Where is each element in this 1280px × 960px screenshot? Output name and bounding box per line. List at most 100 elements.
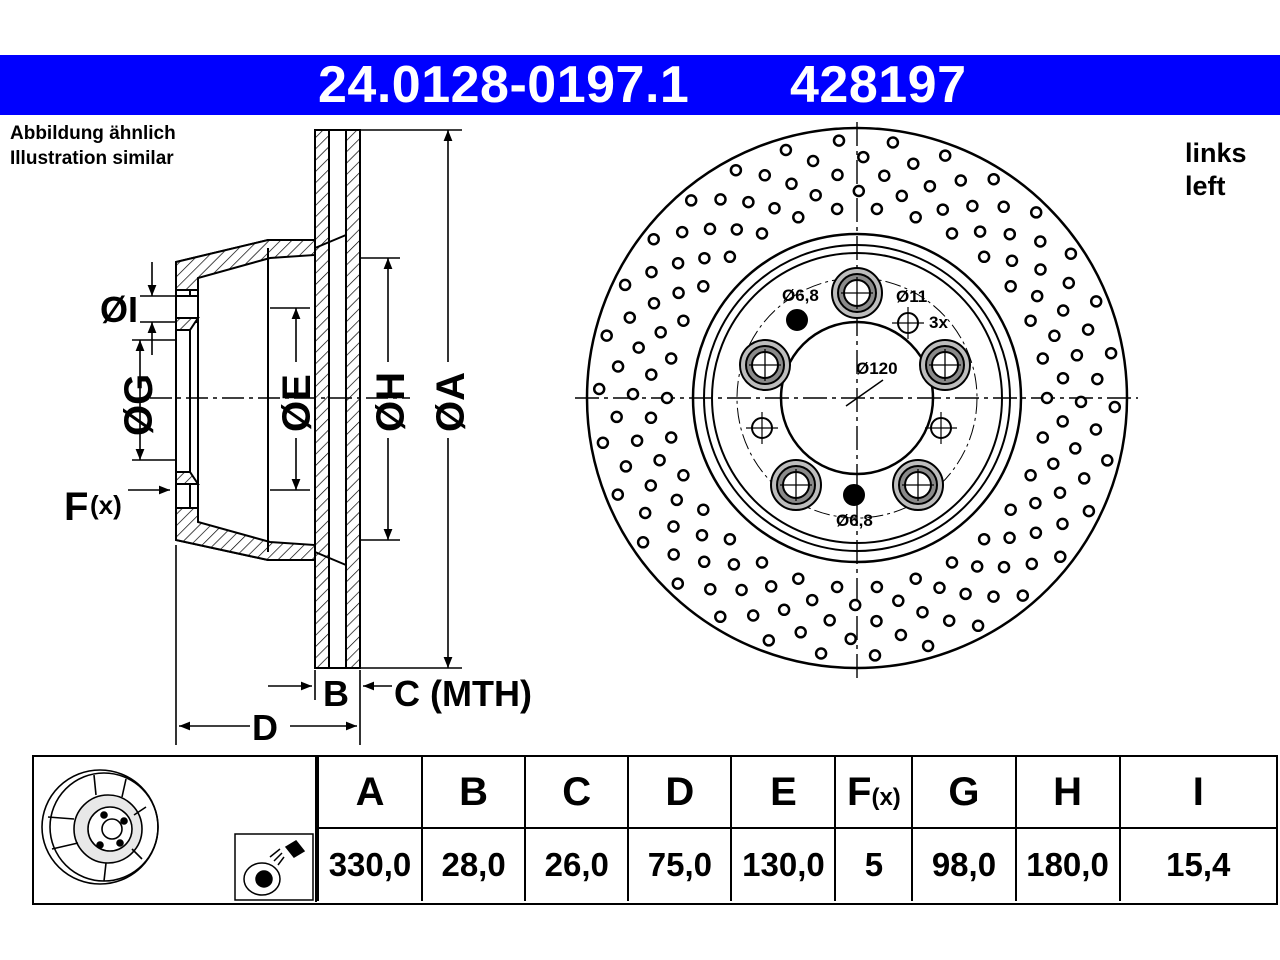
drill-hole [848, 598, 862, 612]
drill-hole [653, 453, 666, 467]
drill-hole [755, 556, 769, 569]
drill-hole [746, 609, 760, 622]
drill-hole [909, 211, 922, 224]
drill-hole [677, 314, 690, 327]
drill-hole [684, 194, 698, 207]
drill-hole [623, 311, 637, 324]
drill-hole [672, 286, 685, 300]
drill-hole [1053, 486, 1067, 499]
drill-hole [610, 410, 623, 424]
drill-hole [1025, 557, 1039, 571]
value-i: 15,4 [1118, 827, 1276, 901]
drill-hole [1056, 304, 1070, 317]
col-header-c: C [524, 757, 630, 829]
drill-hole [735, 583, 748, 597]
drill-hole [644, 479, 658, 492]
cross-section-view [150, 129, 410, 669]
drill-hole [644, 411, 658, 425]
drill-hole [675, 225, 689, 239]
drill-hole [1077, 472, 1091, 485]
col-header-h: H [1014, 757, 1121, 829]
drill-hole [1003, 227, 1017, 241]
value-g: 98,0 [911, 827, 1017, 901]
value-h: 180,0 [1014, 827, 1121, 901]
drill-hole [619, 460, 633, 473]
label-dim-h: ØH [369, 372, 413, 432]
value-d: 75,0 [627, 827, 733, 901]
drill-hole [667, 548, 680, 561]
drill-hole [933, 581, 946, 595]
drill-hole [645, 368, 658, 381]
drill-hole [1024, 314, 1037, 327]
drill-hole [1108, 400, 1122, 414]
drill-hole [714, 610, 727, 624]
drill-hole [1016, 589, 1030, 602]
drill-hole [764, 580, 778, 593]
col-header-f-sub: (x) [871, 783, 901, 811]
label-pcd: Ø120 [856, 359, 898, 378]
drill-hole [671, 256, 685, 270]
drill-hole [1064, 247, 1078, 260]
drill-hole [832, 134, 846, 147]
threaded-hole [843, 484, 865, 506]
drill-hole [611, 488, 625, 501]
drill-hole [626, 387, 640, 401]
drill-hole [1082, 504, 1096, 518]
col-header-b: B [421, 757, 527, 829]
drill-hole [831, 168, 844, 182]
drill-hole [1062, 276, 1076, 290]
drill-hole [758, 169, 772, 182]
drill-hole [600, 329, 613, 342]
drill-hole [703, 222, 717, 236]
drill-hole [1047, 457, 1060, 470]
drill-hole [1034, 263, 1047, 276]
spray-cleaner-icon [234, 833, 314, 901]
drill-hole [647, 297, 661, 310]
drill-hole [1004, 503, 1017, 516]
drill-hole [1024, 469, 1037, 482]
disc-perspective-icon [41, 769, 159, 885]
label-dim-a: ØA [429, 372, 473, 432]
drill-hole [852, 184, 866, 198]
drill-hole [1036, 352, 1050, 365]
drill-hole [805, 593, 819, 607]
hub-hole-crosshair [892, 307, 924, 339]
drill-hole [1056, 517, 1069, 531]
drill-hole [987, 172, 1000, 186]
disc-face-view [575, 122, 1138, 678]
drill-hole [1089, 423, 1103, 436]
drill-hole [638, 506, 652, 520]
drill-hole [1029, 496, 1042, 510]
drill-hole [814, 647, 828, 660]
drill-hole [611, 360, 625, 373]
drill-hole [809, 188, 822, 202]
bolt-hole-crosshair [749, 349, 781, 381]
label-dim-i: ØI [100, 289, 138, 330]
bolt-hole-crosshair [841, 277, 873, 309]
drill-hole [714, 193, 727, 206]
drill-hole [823, 614, 836, 627]
side-note-en: left [1185, 171, 1226, 201]
label-dim-f: F [64, 485, 88, 529]
title-bar: 24.0128-0197.1 428197 [0, 55, 1280, 115]
drill-hole [942, 614, 956, 627]
drill-hole [698, 251, 711, 265]
drill-hole [755, 227, 769, 240]
drill-hole [892, 594, 905, 608]
drill-hole [730, 223, 744, 236]
label-dim-g: ØG [117, 374, 161, 436]
drill-hole [970, 560, 984, 573]
drill-hole [1070, 349, 1084, 362]
drill-hole [618, 278, 632, 292]
drill-hole [987, 590, 1000, 603]
drill-hole [870, 614, 883, 628]
drill-hole [921, 639, 935, 653]
drill-hole [664, 352, 678, 365]
drill-hole [695, 528, 709, 542]
drill-hole [636, 536, 650, 549]
bolt-hole-crosshair [780, 469, 812, 501]
section-labels: ØI ØG ØE ØH ØA F (x) B C (MTH) D [64, 289, 532, 748]
bolt-holes [739, 267, 971, 511]
spec-table-panel: A B C D E F(x) G H I 330,0 28,0 26,0 75,… [32, 755, 1278, 905]
drill-hole [857, 150, 870, 164]
